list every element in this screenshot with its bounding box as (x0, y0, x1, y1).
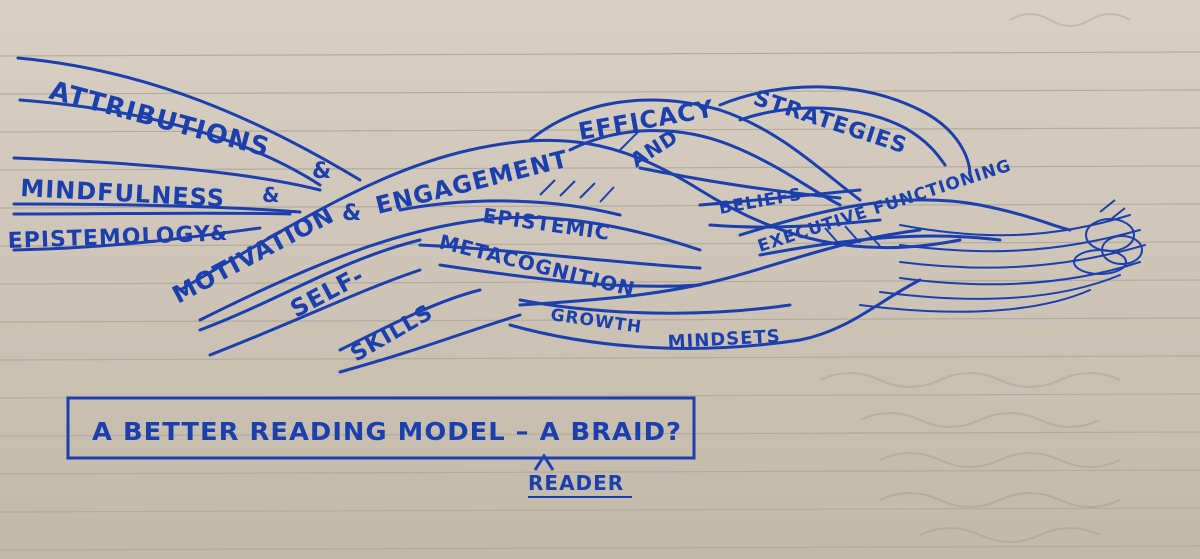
strand-epistemic-top (398, 199, 622, 217)
label-engagement: ENGAGEMENT (373, 145, 571, 220)
braid-strands (12, 56, 1146, 374)
strand-skills-top (338, 288, 482, 352)
caption-text: A BETTER READING MODEL – A BRAID? (92, 417, 682, 446)
caption-group: A BETTER READING MODEL – A BRAID? READER (66, 396, 696, 498)
tail-strand-1 (899, 214, 1131, 237)
tail-strand-3 (899, 244, 1146, 269)
strand-efficacy-bottom (568, 129, 842, 207)
strand-motivation-top (178, 138, 962, 292)
caption-box (66, 396, 696, 460)
strand-growth-top (518, 298, 792, 315)
strand-metacognition-c (518, 228, 922, 307)
caption-insert: READER (528, 471, 624, 495)
strand-metacognition-a (418, 243, 702, 270)
tail-loop-1 (1085, 218, 1135, 252)
tail-strand-6 (859, 289, 1091, 313)
strand-beliefs-bottom (708, 218, 882, 229)
tail-strand-4 (899, 261, 1141, 286)
tail-strand-5 (879, 274, 1121, 300)
strand-labels: ATTRIBUTIONS & MINDFULNESS & EPISTEMOLOG… (7, 76, 1014, 367)
label-attributions: ATTRIBUTIONS (46, 76, 273, 164)
strand-strategies-top (718, 85, 972, 177)
label-mindfulness-amp: & (262, 183, 280, 207)
strand-self-top (198, 238, 422, 332)
strand-efficacy-top (528, 98, 862, 202)
strand-beliefs-top (698, 188, 862, 207)
show-through-texture (819, 13, 1131, 543)
strand-epistemology-top (12, 211, 292, 216)
strand-motivation-bottom (198, 215, 702, 322)
strand-metacognition-b (438, 263, 702, 288)
ruled-lines (0, 51, 1200, 551)
label-epistemology-amp: & (210, 221, 228, 245)
insert-caret (533, 453, 555, 471)
strand-attributions-top (16, 56, 362, 182)
tail-loop-3 (1073, 249, 1127, 275)
strand-executive-top (738, 198, 1072, 237)
strand-mindfulness-top (12, 156, 322, 192)
tail-strand-2 (899, 229, 1141, 253)
strand-self-bottom (208, 268, 422, 357)
label-motivation-amp: & (342, 201, 362, 226)
strand-attributions-bottom (18, 98, 322, 187)
label-attributions-amp: & (312, 159, 332, 184)
label-epistemology: EPISTEMOLOGY (7, 222, 211, 254)
label-self: SELF- (286, 261, 369, 323)
strand-executive-bottom (758, 234, 1002, 257)
label-mindsets: MINDSETS (667, 326, 781, 353)
strand-skills-bottom (338, 313, 522, 374)
strand-strategies-bottom (738, 106, 947, 167)
label-mindfulness: MINDFULNESS (20, 174, 226, 213)
hatch-marks (539, 129, 1126, 247)
strand-mindfulness-bottom (12, 202, 302, 214)
strand-epistemology-bottom (12, 226, 262, 252)
label-executive-functioning: EXECUTIVE FUNCTIONING (755, 156, 1014, 257)
